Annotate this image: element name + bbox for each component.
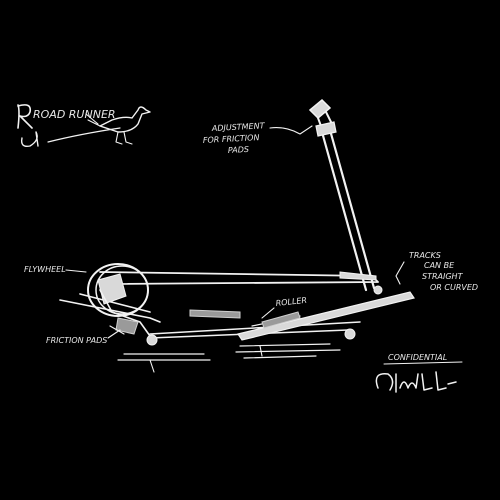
confidential-stamp: CONFIDENTIAL (383, 353, 463, 365)
svg-text:ROLLER: ROLLER (275, 296, 307, 308)
roadrunner-bird-icon (85, 106, 151, 145)
logo-text: ROAD RUNNER (33, 108, 116, 121)
label-roller: ROLLER (261, 296, 307, 319)
svg-text:FRICTION PADS: FRICTION PADS (46, 336, 107, 345)
logo: ROAD RUNNER (17, 104, 151, 148)
svg-text:FOR FRICTION: FOR FRICTION (203, 133, 260, 145)
tracks (237, 285, 415, 341)
svg-text:FLYWHEEL: FLYWHEEL (24, 265, 66, 274)
svg-text:OR CURVED: OR CURVED (430, 283, 478, 292)
svg-text:TRACKS: TRACKS (409, 251, 441, 260)
flywheel (87, 263, 158, 346)
signature (375, 371, 457, 393)
label-adjustment: ADJUSTMENT FOR FRICTION PADS (203, 121, 313, 155)
svg-text:CONFIDENTIAL: CONFIDENTIAL (388, 353, 447, 362)
label-friction-pads: FRICTION PADS (46, 329, 121, 345)
label-flywheel: FLYWHEEL (24, 265, 87, 274)
svg-text:PADS: PADS (228, 145, 250, 155)
svg-text:ADJUSTMENT: ADJUSTMENT (211, 121, 266, 133)
ground-shading (117, 343, 341, 373)
svg-text:STRAIGHT: STRAIGHT (422, 272, 464, 281)
friction-pads (109, 309, 241, 335)
label-tracks: TRACKS CAN BE STRAIGHT OR CURVED (395, 251, 478, 292)
upright-handle (308, 98, 376, 292)
svg-text:CAN BE: CAN BE (424, 261, 455, 270)
